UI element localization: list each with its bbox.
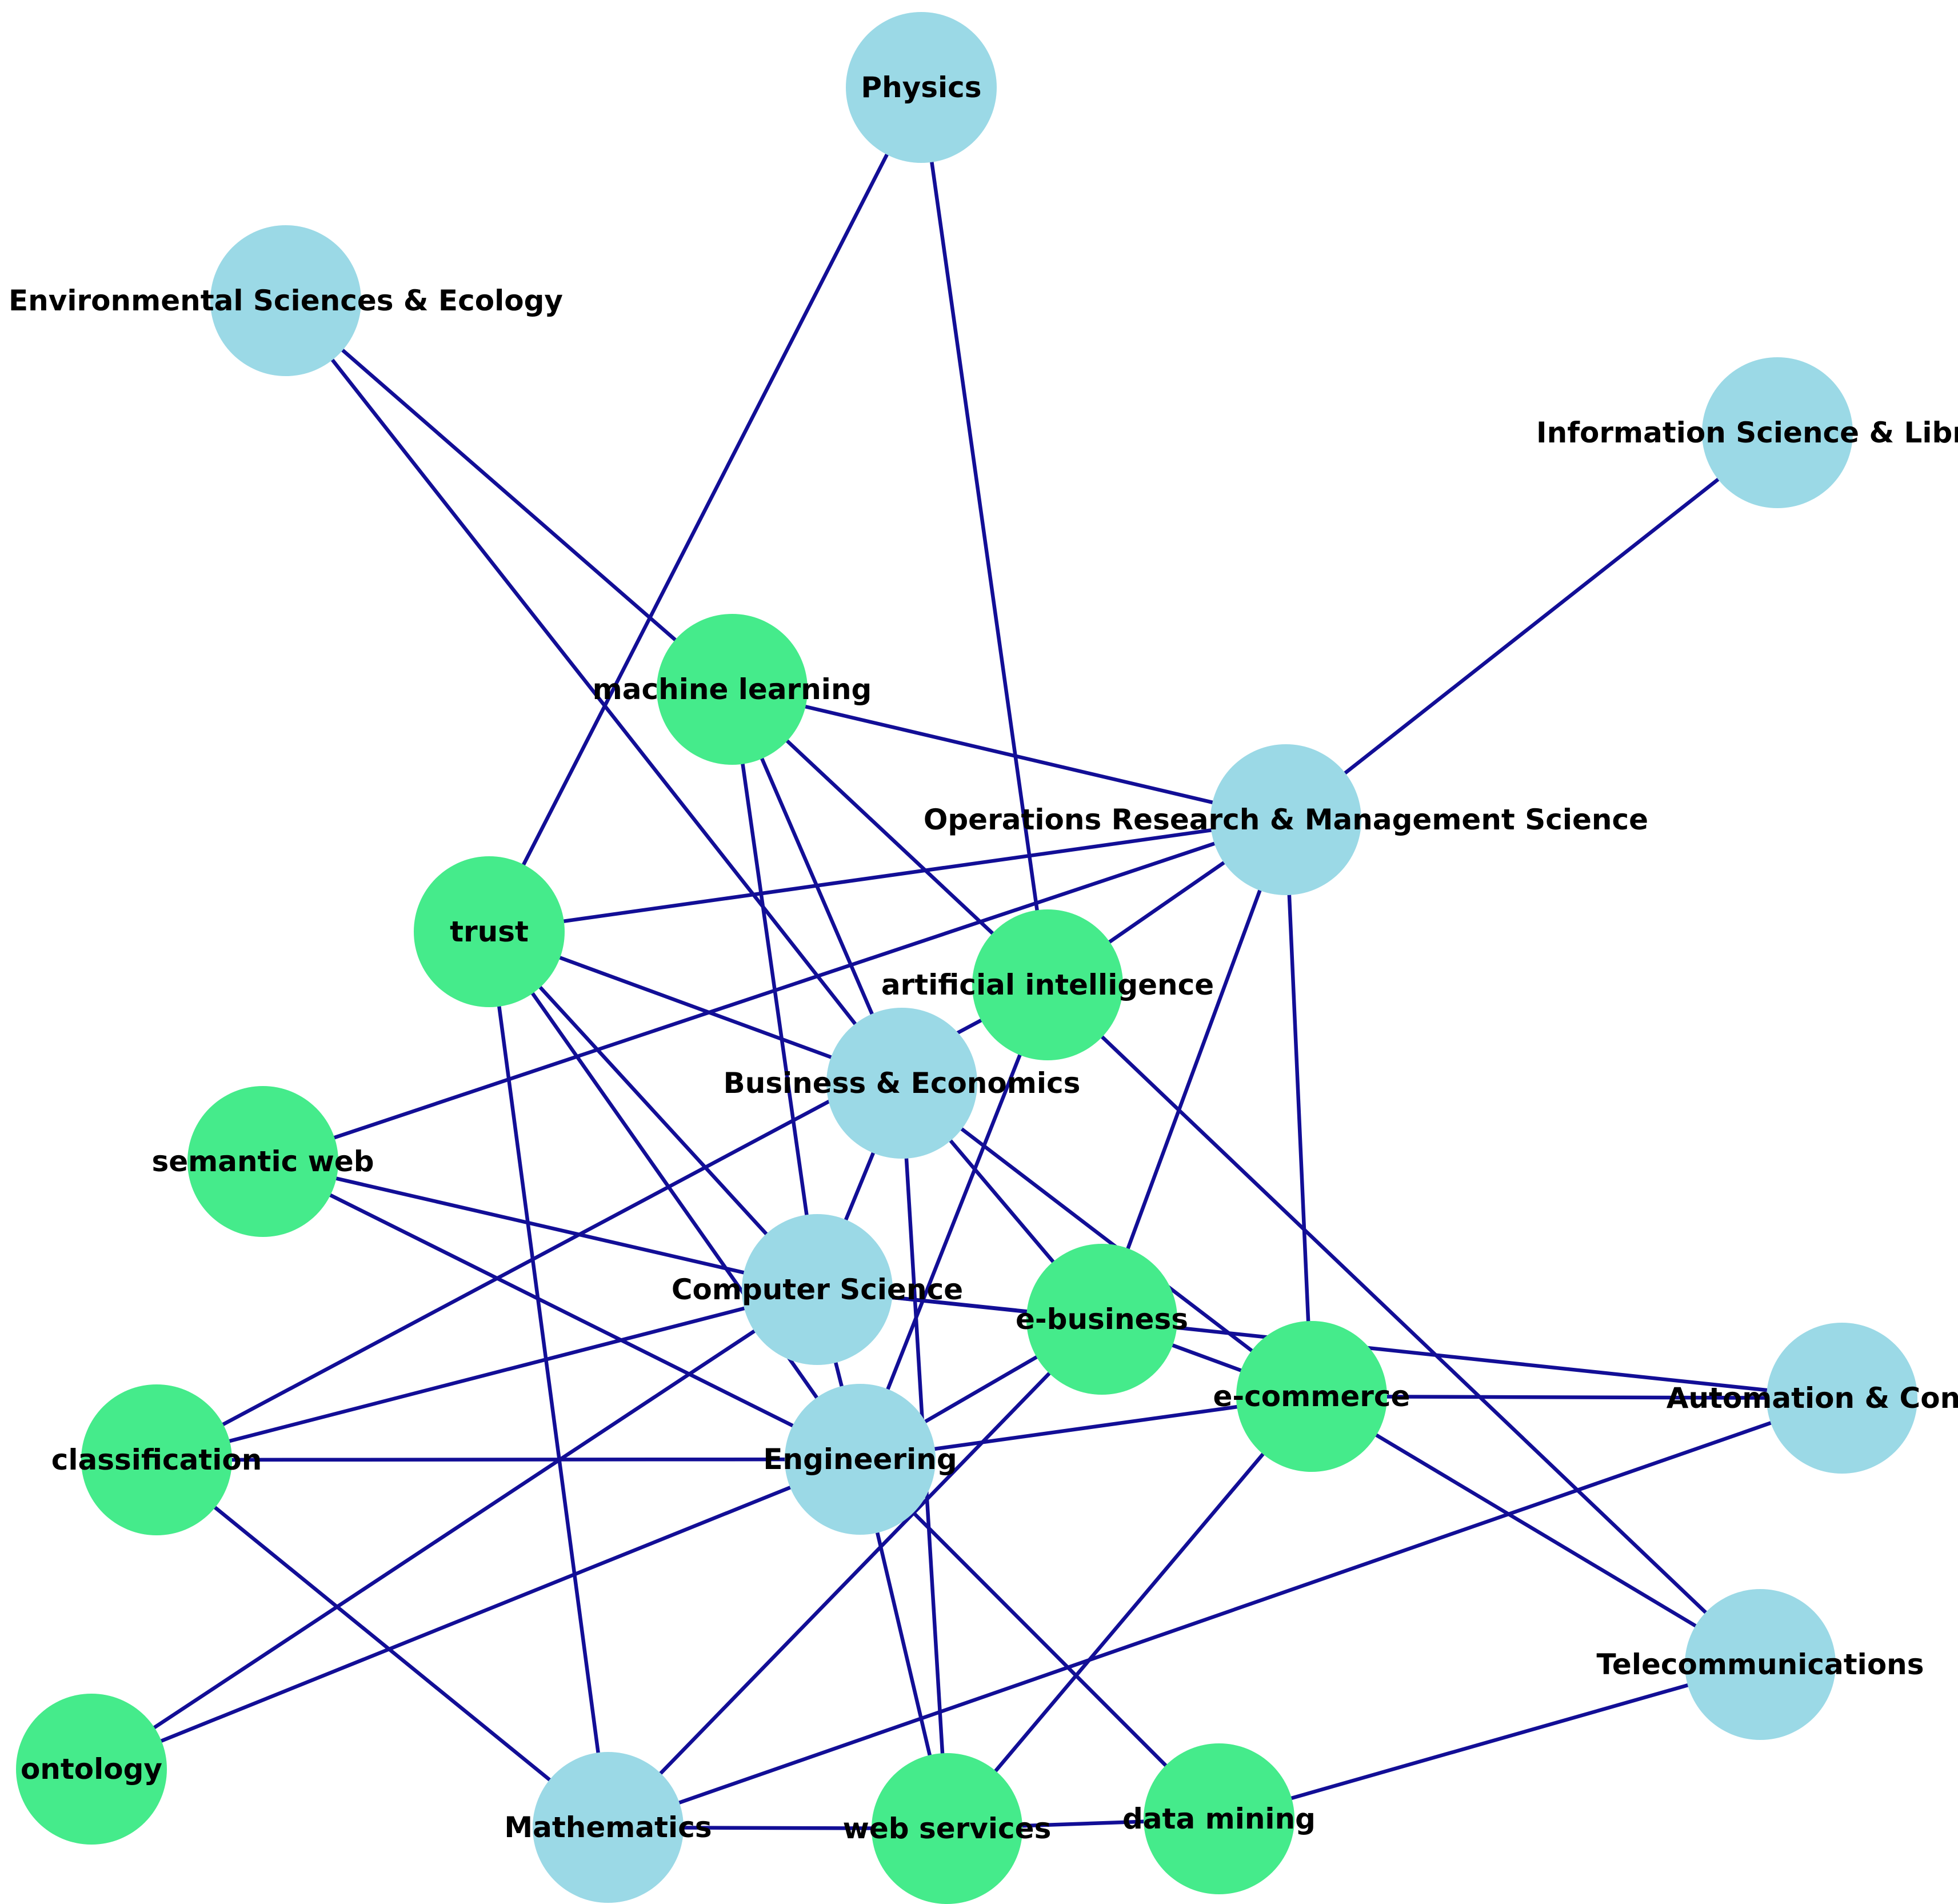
node-cs (742, 1214, 893, 1365)
node-dm (1144, 1743, 1294, 1894)
node-circle-auto (1767, 1323, 1917, 1474)
node-info (1702, 357, 1853, 508)
node-circle-cs (742, 1214, 893, 1365)
node-label-ai: artificial intelligence (881, 968, 1214, 1001)
node-circle-ebus (1026, 1244, 1177, 1395)
node-physics (846, 12, 997, 163)
node-class (81, 1384, 232, 1535)
node-circle-bus (826, 1008, 977, 1159)
node-circle-ml (657, 614, 808, 765)
node-label-ws: web services (843, 1812, 1052, 1845)
node-label-onto: ontology (21, 1753, 162, 1786)
node-circle-ws (872, 1753, 1022, 1904)
edge-trust-math (487, 931, 610, 1828)
node-ai (972, 909, 1123, 1060)
node-tele (1685, 1589, 1836, 1740)
node-auto (1767, 1323, 1917, 1474)
edge-ops-ebus (1100, 819, 1288, 1320)
node-bus (826, 1008, 977, 1159)
node-circle-math (533, 1752, 684, 1903)
edge-cs-class (156, 1287, 818, 1462)
edge-info-ops (1284, 431, 1779, 821)
edge-trust-eng (487, 931, 862, 1460)
edge-ecom-auto (1311, 1394, 1843, 1400)
node-label-eng: Engineering (763, 1443, 957, 1476)
node-sem (187, 1086, 338, 1237)
node-label-tele: Telecommunications (1596, 1648, 1924, 1681)
node-label-sem: semantic web (151, 1145, 374, 1178)
node-circle-info (1702, 357, 1853, 508)
edge-env-ml (284, 299, 734, 691)
node-ops (1210, 744, 1361, 895)
edge-eng-dm (858, 1458, 1221, 1821)
node-label-bus: Business & Economics (724, 1067, 1081, 1100)
edge-ai-tele (1046, 983, 1762, 1666)
node-circle-dm (1144, 1743, 1294, 1894)
node-label-env: Environmental Sciences & Ecology (9, 284, 563, 317)
node-label-ml: machine learning (593, 673, 872, 706)
edge-auto-math (607, 1396, 1843, 1830)
edge-physics-ai (919, 87, 1050, 985)
edge-ebus-math (606, 1318, 1104, 1829)
node-label-dm: data mining (1122, 1802, 1316, 1835)
edge-ops-sem (262, 817, 1287, 1164)
edge-trust-cs (487, 930, 819, 1291)
node-label-math: Mathematics (504, 1811, 712, 1844)
node-label-ecom: e-commerce (1213, 1380, 1410, 1413)
node-label-cs: Computer Science (672, 1273, 963, 1306)
edge-ai-eng (858, 984, 1050, 1460)
edge-ops-ecom (1284, 819, 1314, 1397)
node-circle-tele (1685, 1589, 1836, 1740)
node-label-trust: trust (450, 915, 529, 948)
edge-cs-onto (90, 1288, 818, 1771)
node-label-physics: Physics (861, 71, 981, 104)
node-label-ebus: e-business (1016, 1303, 1188, 1336)
edge-eng-onto (90, 1457, 861, 1771)
edge-ops-trust (489, 817, 1286, 934)
node-ecom (1236, 1321, 1387, 1472)
node-env (210, 225, 361, 376)
edge-ecom-ws (945, 1395, 1313, 1830)
node-circle-physics (846, 12, 997, 163)
node-ebus (1026, 1244, 1177, 1395)
edge-class-math (155, 1458, 610, 1829)
node-math (533, 1752, 684, 1903)
edge-ecom-eng (860, 1394, 1312, 1462)
node-circle-eng (785, 1384, 936, 1535)
node-circle-ai (972, 909, 1123, 1060)
edge-env-bus (284, 299, 904, 1085)
node-ml (657, 614, 808, 765)
node-label-ops: Operations Research & Management Science (924, 803, 1648, 836)
edge-sem-cs (262, 1159, 818, 1292)
edge-ecom-tele (1310, 1395, 1761, 1666)
edge-ml-ops (732, 687, 1286, 822)
node-circle-env (210, 225, 361, 376)
node-trust (414, 856, 565, 1007)
edge-bus-ecom (901, 1081, 1313, 1398)
node-circle-onto (16, 1694, 167, 1845)
node-label-auto: Automation & Control (1667, 1382, 1958, 1415)
node-label-info: Information Science & Library (1536, 416, 1958, 449)
node-eng (785, 1384, 936, 1535)
node-circle-ops (1210, 744, 1361, 895)
edge-class-eng (156, 1457, 861, 1462)
edge-tele-dm (1218, 1662, 1761, 1821)
node-onto (16, 1694, 167, 1845)
edge-sem-eng (262, 1160, 861, 1461)
node-circle-trust (414, 856, 565, 1007)
node-label-class: classification (51, 1443, 262, 1476)
edge-physics-trust (487, 86, 923, 933)
node-circle-sem (187, 1086, 338, 1237)
node-circle-class (81, 1384, 232, 1535)
node-circle-ecom (1236, 1321, 1387, 1472)
node-ws (872, 1753, 1022, 1904)
